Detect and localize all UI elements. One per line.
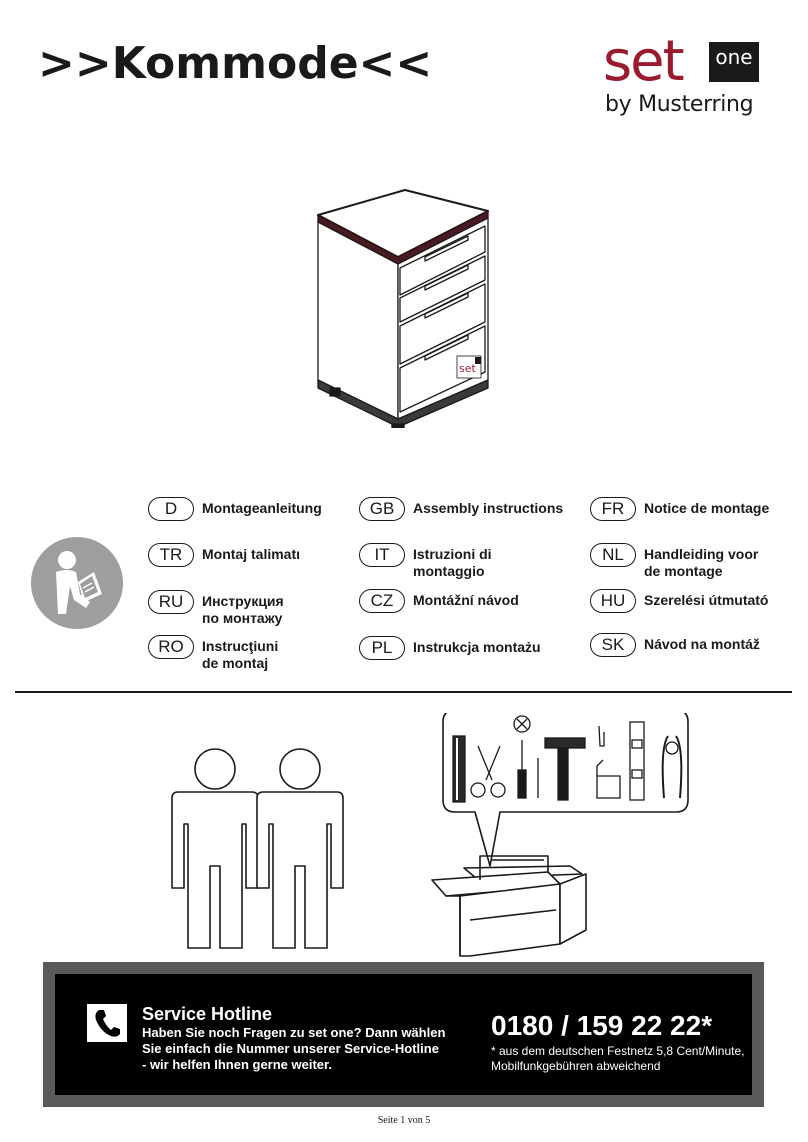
brand-one-badge: one xyxy=(709,42,759,82)
brand-by-text: by Musterring xyxy=(605,92,754,117)
lang-cz: CZ Montážní návod xyxy=(359,589,519,613)
document-title: >>Kommode<< xyxy=(38,38,433,89)
lang-code: HU xyxy=(590,589,636,613)
lang-tr: TR Montaj talimatı xyxy=(148,543,300,567)
lang-ro: RO Instrucţiuni de montaj xyxy=(148,635,278,672)
lang-code: CZ xyxy=(359,589,405,613)
phone-icon xyxy=(87,1004,127,1042)
lang-code: RO xyxy=(148,635,194,659)
lang-label: Notice de montage xyxy=(644,500,770,516)
lang-hu: HU Szerelési útmutató xyxy=(590,589,768,613)
service-hotline-panel: Service Hotline Haben Sie noch Fragen zu… xyxy=(55,974,752,1095)
lang-code: NL xyxy=(590,543,636,567)
lang-label: Инструкция по монтажу xyxy=(202,593,284,626)
lang-label: Montážní návod xyxy=(413,592,519,608)
dresser-illustration: set xyxy=(317,189,489,428)
lang-pl: PL Instrukcja montażu xyxy=(359,636,541,660)
hotline-text: Haben Sie noch Fragen zu set one? Dann w… xyxy=(142,1025,446,1072)
lang-label: Instrucţiuni de montaj xyxy=(202,638,279,671)
brand-logo: set one by Musterring xyxy=(603,34,763,120)
read-manual-icon xyxy=(31,537,123,629)
lang-label: Montageanleitung xyxy=(202,500,322,516)
lang-code: FR xyxy=(590,497,636,521)
lang-ru: RU Инструкция по монтажу xyxy=(148,590,284,627)
section-divider xyxy=(15,691,792,693)
lang-code: GB xyxy=(359,497,405,521)
page-footer: Seite 1 von 5 xyxy=(377,1115,431,1126)
lang-code: TR xyxy=(148,543,194,567)
lang-fr: FR Notice de montage xyxy=(590,497,769,521)
hotline-note: * aus dem deutschen Festnetz 5,8 Cent/Mi… xyxy=(491,1044,745,1073)
lang-it: IT Istruzioni di montaggio xyxy=(359,543,492,580)
lang-code: SK xyxy=(590,633,636,657)
brand-set-text: set xyxy=(603,29,685,94)
lang-gb: GB Assembly instructions xyxy=(359,497,563,521)
service-hotline-banner: Service Hotline Haben Sie noch Fragen zu… xyxy=(43,962,764,1107)
hotline-title: Service Hotline xyxy=(142,1004,273,1024)
hotline-number[interactable]: 0180 / 159 22 22* xyxy=(491,1010,713,1041)
lang-code: RU xyxy=(148,590,194,614)
lang-label: Instrukcja montażu xyxy=(413,639,541,655)
lang-nl: NL Handleiding voor de montage xyxy=(590,543,758,580)
tools-illustration xyxy=(431,713,689,957)
lang-label: Montaj talimatı xyxy=(202,546,301,562)
lang-label: Handleiding voor de montage xyxy=(644,546,759,579)
lang-code: PL xyxy=(359,636,405,660)
lang-de: D Montageanleitung xyxy=(148,497,322,521)
lang-code: D xyxy=(148,497,194,521)
lang-label: Szerelési útmutató xyxy=(644,592,769,608)
lang-label: Assembly instructions xyxy=(413,500,564,516)
dresser-mini-logo: set xyxy=(459,362,476,375)
lang-label: Návod na montáž xyxy=(644,636,760,652)
lang-label: Istruzioni di montaggio xyxy=(413,546,492,579)
lang-sk: SK Návod na montáž xyxy=(590,633,760,657)
lang-code: IT xyxy=(359,543,405,567)
two-persons-icon xyxy=(171,748,344,949)
